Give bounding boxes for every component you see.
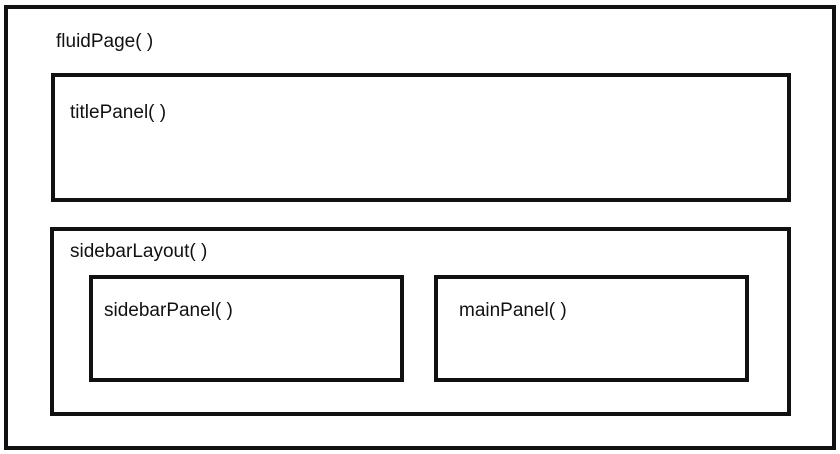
sidebar-panel-box [89, 275, 404, 382]
main-panel-box [434, 275, 749, 382]
sidebar-layout-label: sidebarLayout( ) [70, 241, 208, 262]
title-panel-box [51, 73, 791, 202]
sidebar-panel-label: sidebarPanel( ) [104, 300, 233, 321]
main-panel-label: mainPanel( ) [459, 300, 567, 321]
title-panel-label: titlePanel( ) [70, 102, 167, 123]
fluid-page-label: fluidPage( ) [56, 31, 154, 52]
